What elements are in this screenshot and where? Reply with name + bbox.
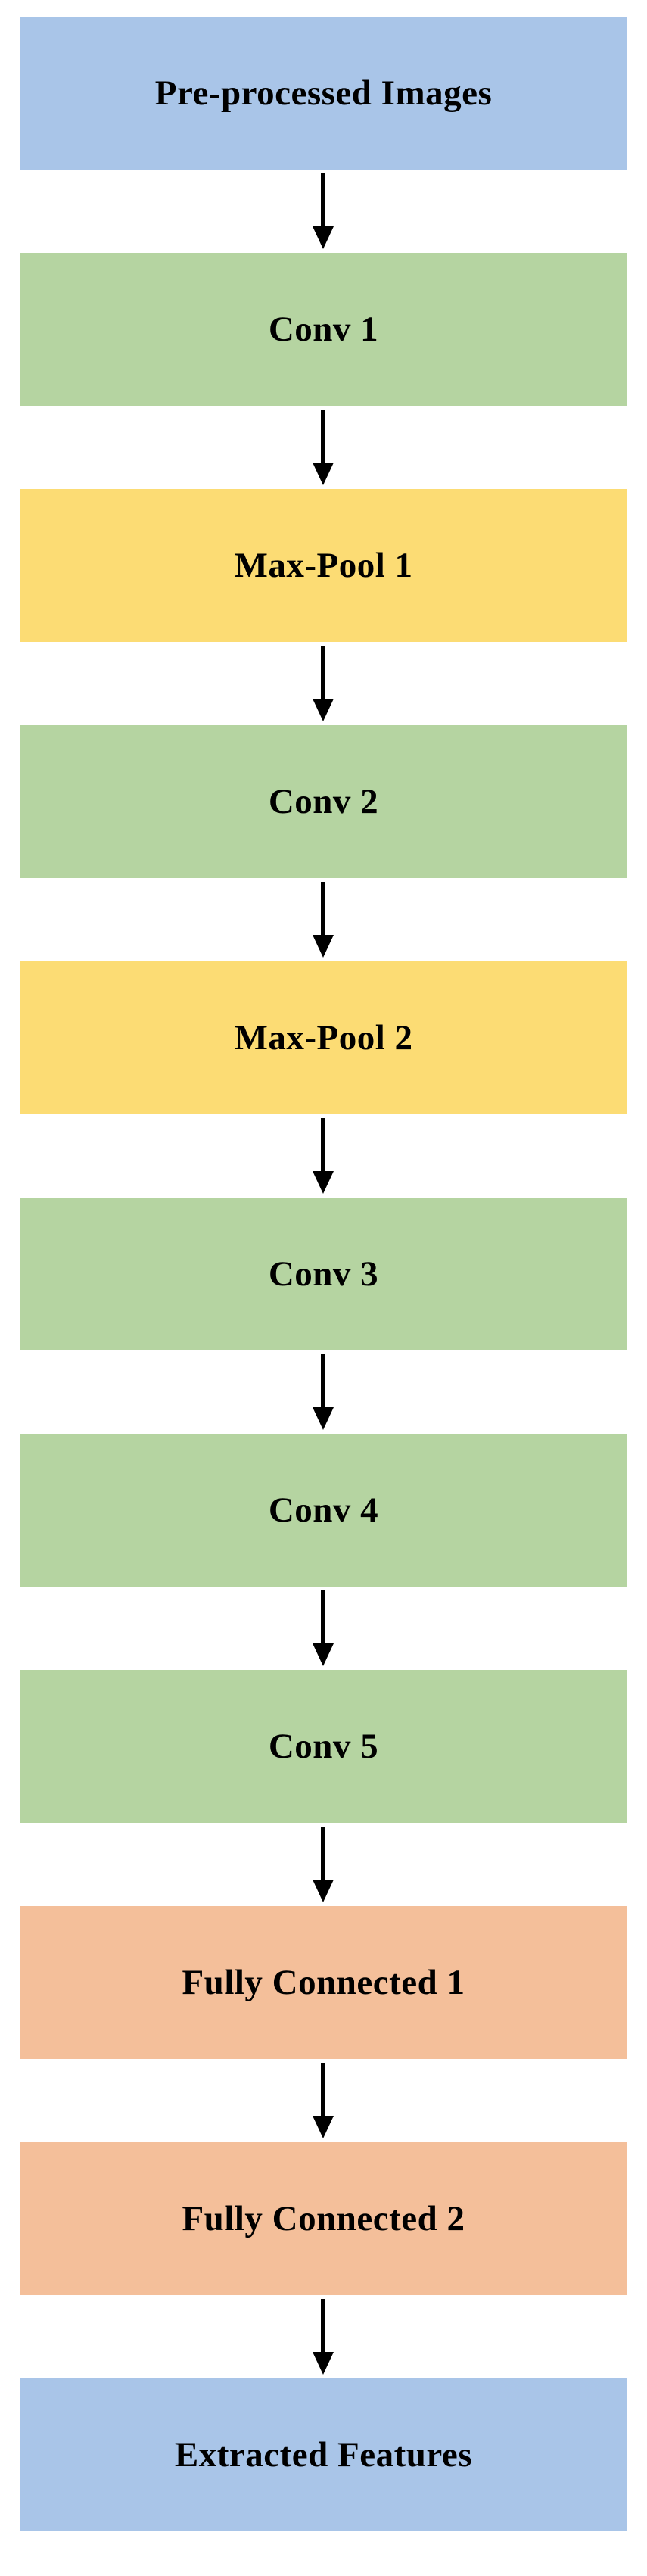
flow-arrow	[312, 1590, 334, 1666]
stage-label: Conv 5	[268, 1727, 379, 1766]
stage-conv-5: Conv 5	[20, 1670, 627, 1823]
flow-arrow	[312, 646, 334, 721]
stage-fully-connected-1: Fully Connected 1	[20, 1906, 627, 2059]
stage-label: Max-Pool 1	[234, 546, 413, 585]
flow-arrow	[312, 1118, 334, 1194]
flow-arrow	[312, 2063, 334, 2138]
stage-conv-4: Conv 4	[20, 1434, 627, 1587]
stage-label: Extracted Features	[174, 2435, 473, 2475]
stage-max-pool-2: Max-Pool 2	[20, 961, 627, 1114]
flow-arrow	[312, 882, 334, 958]
flow-arrow	[312, 1354, 334, 1430]
stage-label: Fully Connected 2	[182, 2199, 465, 2238]
flow-arrow	[312, 1827, 334, 1902]
stage-conv-1: Conv 1	[20, 253, 627, 406]
stage-label: Fully Connected 1	[182, 1963, 465, 2002]
stage-label: Conv 1	[268, 310, 379, 349]
flow-arrow	[312, 173, 334, 249]
flow-arrow	[312, 410, 334, 485]
stage-label: Conv 4	[268, 1490, 379, 1530]
stage-conv-3: Conv 3	[20, 1198, 627, 1350]
flow-arrow	[312, 2299, 334, 2375]
stage-fully-connected-2: Fully Connected 2	[20, 2142, 627, 2295]
stage-label: Conv 3	[268, 1254, 379, 1294]
stage-label: Max-Pool 2	[234, 1018, 413, 1057]
stage-pre-processed-images: Pre-processed Images	[20, 17, 627, 170]
stage-extracted-features: Extracted Features	[20, 2378, 627, 2531]
stage-label: Conv 2	[268, 782, 379, 821]
stage-label: Pre-processed Images	[154, 73, 493, 113]
stage-conv-2: Conv 2	[20, 725, 627, 878]
stage-max-pool-1: Max-Pool 1	[20, 489, 627, 642]
